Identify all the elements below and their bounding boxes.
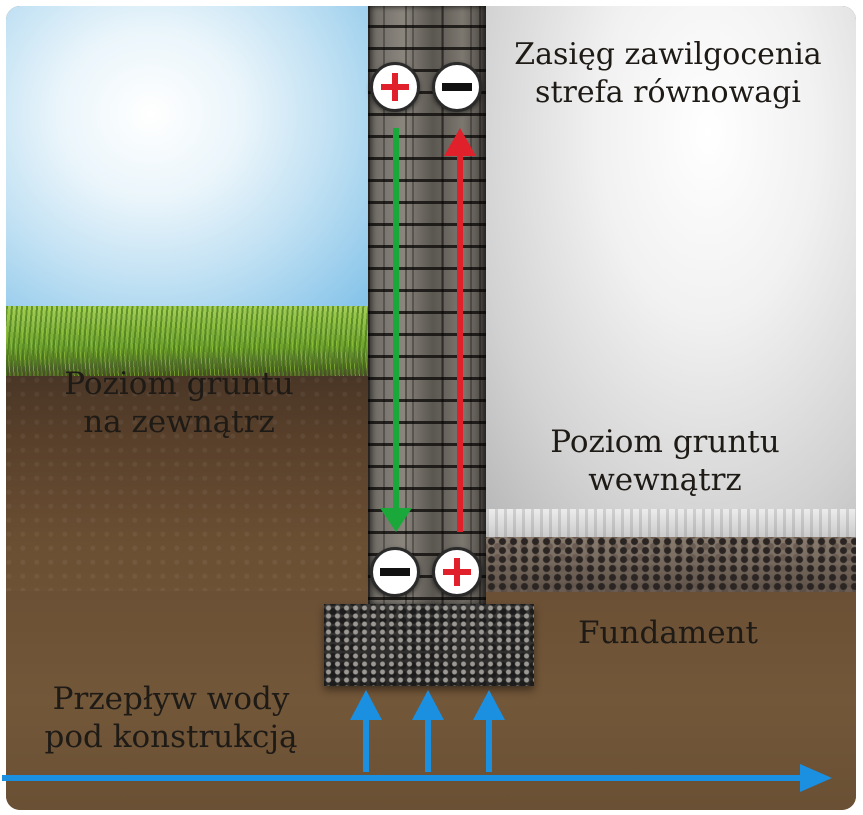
water-flow-label: Przepływ wody pod konstrukcją [6, 680, 336, 756]
plus-icon [370, 62, 420, 112]
outside-soil [6, 376, 368, 616]
interior-room [486, 6, 856, 511]
water-up-arrow-2 [412, 690, 444, 772]
moisture-zone-line2: strefa równowagi [535, 75, 801, 110]
minus-icon [432, 62, 482, 112]
water-up-arrow-1 [350, 690, 382, 772]
outside-ground-line1: Poziom gruntu [64, 366, 294, 402]
foundation-text: Fundament [578, 615, 758, 651]
water-flow-arrow [2, 764, 832, 792]
diagram-frame [6, 6, 856, 810]
sky-background [6, 6, 368, 316]
inside-ground-line1: Poziom gruntu [550, 424, 780, 460]
moisture-zone-line1: Zasięg zawilgocenia [514, 37, 822, 72]
water-up-arrow-3 [473, 690, 505, 772]
outside-ground-label: Poziom gruntu na zewnątrz [14, 365, 344, 441]
inside-ground-line2: wewnątrz [588, 462, 742, 498]
grass-strip [6, 306, 368, 381]
moisture-down-arrow [380, 128, 412, 532]
minus-icon [370, 547, 420, 597]
inside-ground-label: Poziom gruntu wewnątrz [505, 423, 825, 499]
interior-gravel-bed [486, 537, 856, 592]
moisture-up-arrow [444, 128, 476, 532]
moisture-zone-label: Zasięg zawilgocenia strefa równowagi [486, 36, 850, 112]
water-flow-line1: Przepływ wody [52, 681, 290, 717]
foundation-label: Fundament [548, 614, 788, 652]
outside-ground-line2: na zewnątrz [83, 404, 275, 440]
water-flow-line2: pod konstrukcją [44, 719, 298, 755]
interior-floor-slab [486, 509, 856, 539]
plus-icon [432, 547, 482, 597]
foundation-footing [324, 604, 534, 686]
